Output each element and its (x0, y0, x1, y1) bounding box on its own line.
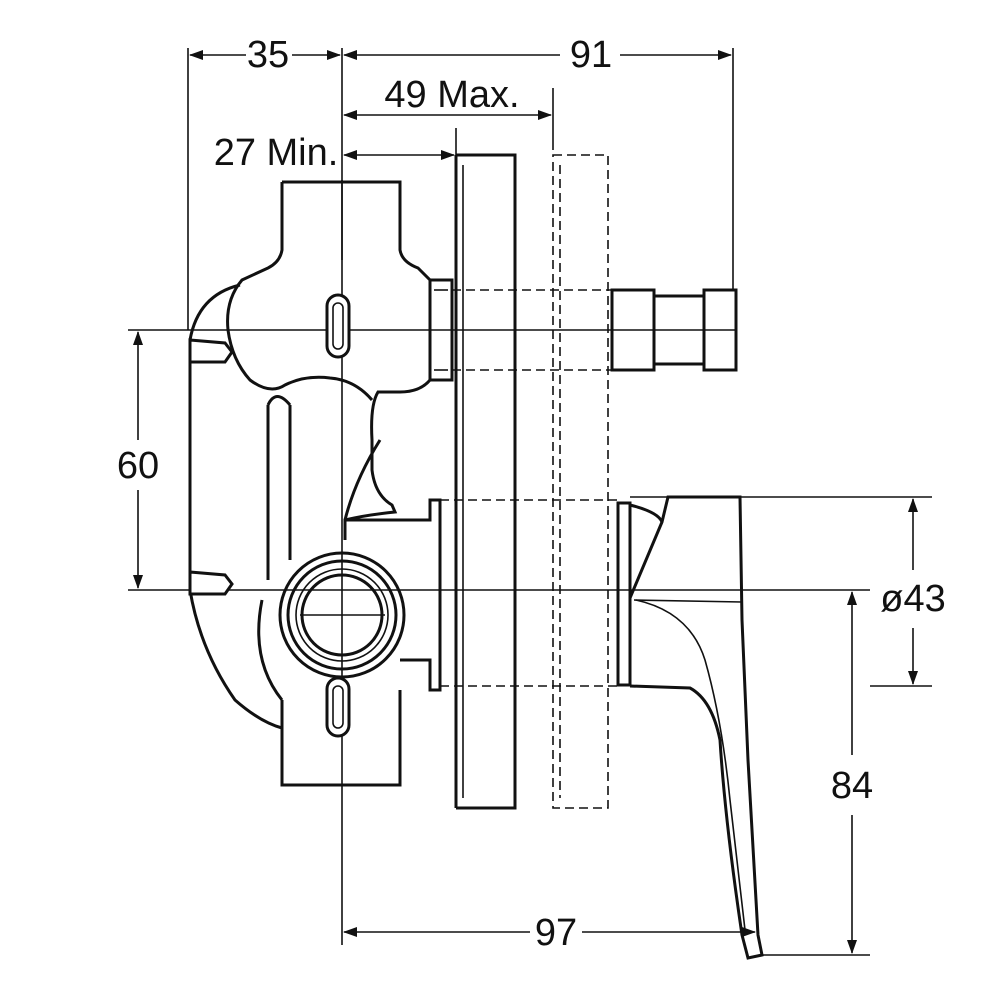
valve-body (188, 180, 454, 787)
dim-91-label: 91 (570, 34, 612, 76)
dim-60-label: 60 (117, 445, 159, 487)
dim-84-label: 84 (831, 765, 873, 807)
dim-97-label: 97 (535, 912, 577, 954)
dim-43-label: ø43 (880, 578, 945, 620)
cover-plates (440, 153, 652, 810)
lever-handle (616, 495, 764, 960)
dimension-labels: 35 91 49 Max. 27 Min. 60 ø43 84 97 (117, 34, 946, 954)
dim-35-label: 35 (247, 34, 289, 76)
dimension-lines (128, 48, 932, 956)
dim-27min-label: 27 Min. (214, 132, 339, 174)
dim-49max-label: 49 Max. (384, 74, 519, 116)
diverter-knob (610, 288, 738, 372)
